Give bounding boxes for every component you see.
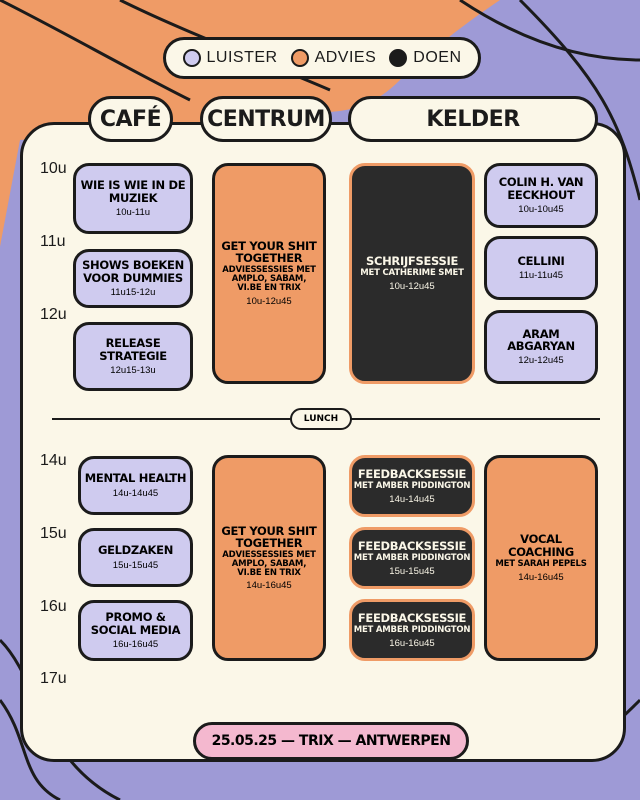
legend-item-luister: LUISTER xyxy=(182,49,278,67)
session-time: 10u-11u xyxy=(115,206,151,218)
tab-centrum: CENTRUM xyxy=(200,96,332,142)
session-card[interactable]: GELDZAKEN 15u-15u45 xyxy=(78,528,193,587)
doen-dot-icon xyxy=(389,49,408,67)
session-title: VOCAL COACHING xyxy=(508,532,574,559)
session-time: 16u-16u45 xyxy=(389,637,435,649)
session-title: GET YOUR SHIT TOGETHER xyxy=(221,239,317,266)
session-card[interactable]: ARAM ABGARYAN 12u-12u45 xyxy=(484,310,598,384)
session-title: PROMO & SOCIAL MEDIA xyxy=(90,610,181,637)
event-footer: 25.05.25 — TRIX — ANTWERPEN xyxy=(193,722,469,760)
session-card[interactable]: SCHRIJFSESSIE MET CATHERIME SMET 10u-12u… xyxy=(349,163,475,384)
session-time: 12u-12u45 xyxy=(518,355,564,367)
session-card[interactable]: FEEDBACKSESSIE MET AMBER PIDDINGTON 15u-… xyxy=(349,527,475,589)
time-label: 17u xyxy=(40,670,67,687)
session-time: 15u-15u45 xyxy=(389,565,435,577)
session-title: SCHRIJFSESSIE xyxy=(365,254,459,269)
time-label: 10u xyxy=(40,160,67,177)
session-card[interactable]: VOCAL COACHING MET SARAH PEPELS 14u-16u4… xyxy=(484,455,598,661)
session-subtitle: MET AMBER PIDDINGTON xyxy=(353,552,471,563)
session-time: 14u-14u45 xyxy=(112,487,159,499)
session-title: FEEDBACKSESSIE xyxy=(357,466,467,481)
session-card[interactable]: GET YOUR SHIT TOGETHER ADVIESSESSIES MET… xyxy=(212,163,326,384)
session-time: 14u-16u45 xyxy=(246,580,292,592)
session-time: 12u15-13u xyxy=(110,364,156,376)
session-card[interactable]: SHOWS BOEKEN VOOR DUMMIES 11u15-12u xyxy=(73,249,193,308)
session-title: FEEDBACKSESSIE xyxy=(357,538,467,553)
session-card[interactable]: COLIN H. VAN EECKHOUT 10u-10u45 xyxy=(484,163,598,228)
session-card[interactable]: MENTAL HEALTH 14u-14u45 xyxy=(78,456,193,515)
session-time: 10u-10u45 xyxy=(518,203,564,215)
tab-kelder: KELDER xyxy=(348,96,598,142)
legend-item-doen: DOEN xyxy=(389,49,461,67)
session-title: MENTAL HEALTH xyxy=(84,471,187,486)
legend-label: LUISTER xyxy=(206,49,278,66)
session-card[interactable]: GET YOUR SHIT TOGETHER ADVIESSESSIES MET… xyxy=(212,455,326,661)
session-title: FEEDBACKSESSIE xyxy=(357,610,467,625)
session-card[interactable]: RELEASE STRATEGIE 12u15-13u xyxy=(73,322,193,391)
session-time: 15u-15u45 xyxy=(112,559,159,571)
legend-item-advies: ADVIES xyxy=(290,49,377,67)
time-label: 11u xyxy=(40,233,66,250)
session-title: ARAM ABGARYAN xyxy=(507,326,575,354)
legend-label: ADVIES xyxy=(314,49,377,66)
legend-label: DOEN xyxy=(413,49,462,66)
session-subtitle: MET SARAH PEPELS xyxy=(495,558,587,569)
tab-cafe: CAFÉ xyxy=(88,96,173,142)
session-title: RELEASE STRATEGIE xyxy=(99,336,167,363)
session-time: 16u-16u45 xyxy=(112,638,159,650)
session-subtitle: MET AMBER PIDDINGTON xyxy=(353,480,471,491)
session-card[interactable]: CELLINI 11u-11u45 xyxy=(484,236,598,300)
session-time: 10u-12u45 xyxy=(389,281,435,292)
session-time: 14u-16u45 xyxy=(518,571,564,583)
time-label: 15u xyxy=(40,525,67,542)
session-card[interactable]: PROMO & SOCIAL MEDIA 16u-16u45 xyxy=(78,600,193,661)
advies-dot-icon xyxy=(290,49,309,67)
lunch-badge: LUNCH xyxy=(290,408,352,430)
session-time: 11u-11u45 xyxy=(518,270,564,282)
session-card[interactable]: FEEDBACKSESSIE MET AMBER PIDDINGTON 14u-… xyxy=(349,455,475,517)
time-label: 12u xyxy=(40,306,67,323)
session-card[interactable]: FEEDBACKSESSIE MET AMBER PIDDINGTON 16u-… xyxy=(349,599,475,661)
session-time: 11u15-12u xyxy=(110,286,156,298)
session-title: GELDZAKEN xyxy=(97,543,174,558)
legend: LUISTER ADVIES DOEN xyxy=(163,37,481,79)
session-title: SHOWS BOEKEN VOOR DUMMIES xyxy=(82,258,184,285)
session-title: WIE IS WIE IN DE MUZIEK xyxy=(80,178,186,205)
session-subtitle: MET AMBER PIDDINGTON xyxy=(353,624,471,635)
session-time: 14u-14u45 xyxy=(389,493,435,505)
luister-dot-icon xyxy=(182,49,201,67)
time-label: 14u xyxy=(40,452,67,469)
time-label: 16u xyxy=(40,598,67,615)
session-subtitle: ADVIESSESSIES MET AMPLO, SABAM, VI.BE EN… xyxy=(222,549,316,578)
session-time: 10u-12u45 xyxy=(246,295,292,307)
session-subtitle: MET CATHERIME SMET xyxy=(360,268,464,279)
session-title: CELLINI xyxy=(517,253,565,268)
session-title: COLIN H. VAN EECKHOUT xyxy=(498,175,584,202)
session-title: GET YOUR SHIT TOGETHER xyxy=(221,523,317,550)
session-subtitle: ADVIESSESSIES MET AMPLO, SABAM, VI.BE EN… xyxy=(222,265,316,294)
session-card[interactable]: WIE IS WIE IN DE MUZIEK 10u-11u xyxy=(73,163,193,234)
